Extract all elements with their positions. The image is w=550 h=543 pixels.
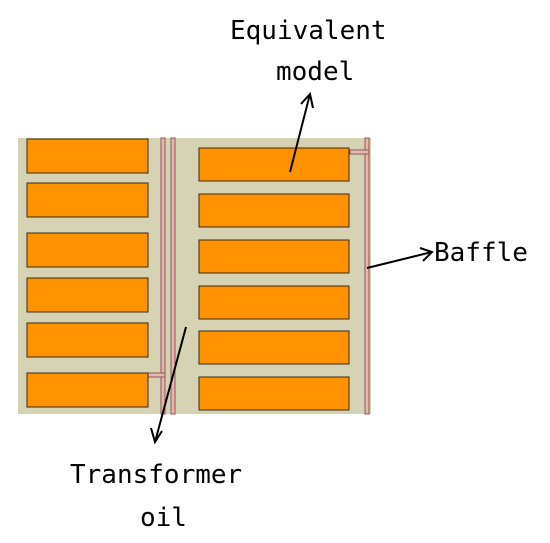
winding-block-right-3 (198, 239, 350, 274)
transformer-oil-label-line1: Transformer (70, 460, 242, 490)
winding-block-right-6 (198, 376, 350, 411)
equivalent-model-arrow (289, 91, 314, 173)
right-baffle (364, 137, 370, 415)
winding-block-left-5 (26, 322, 149, 358)
winding-block-left-4 (26, 277, 149, 313)
winding-block-right-2 (198, 193, 350, 228)
winding-block-left-6 (26, 372, 149, 408)
baffle-label: Baffle (434, 238, 528, 268)
winding-block-left-2 (26, 182, 149, 218)
winding-block-left-1 (26, 138, 149, 174)
winding-block-right-5 (198, 330, 350, 365)
transformer-oil-arrow (150, 326, 187, 445)
equivalent-model-label-line2: model (276, 57, 354, 87)
winding-block-right-4 (198, 285, 350, 320)
equivalent-model-label-line1: Equivalent (230, 16, 387, 46)
transformer-oil-label-line2: oil (140, 503, 187, 533)
right-baffle-link (349, 149, 370, 155)
winding-block-right-1 (198, 147, 350, 182)
baffle-arrow (366, 247, 434, 269)
left-baffle-inner (170, 137, 176, 415)
left-baffle-link (147, 372, 166, 378)
winding-block-left-3 (26, 232, 149, 268)
